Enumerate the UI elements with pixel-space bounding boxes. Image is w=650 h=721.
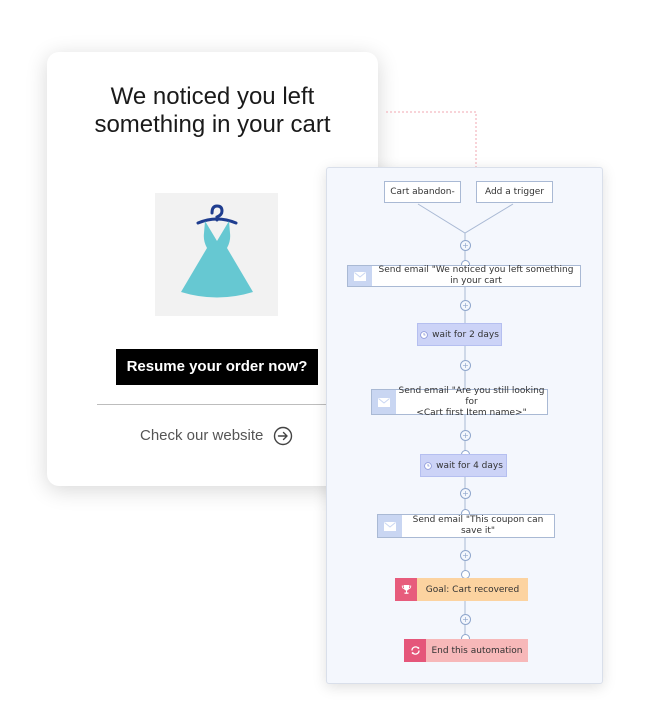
add-step-plus-icon[interactable]: + (460, 550, 471, 561)
send-email-step-2[interactable]: Send email "Are you still looking for <C… (371, 386, 548, 418)
email-title-line2: something in your cart (94, 111, 331, 138)
product-image (155, 193, 278, 316)
automation-flow-panel: Cart abandon- Add a trigger + Send email… (326, 167, 603, 684)
check-website-label: Check our website (140, 427, 264, 444)
trigger-cart-abandon[interactable]: Cart abandon- (384, 181, 461, 203)
add-step-plus-icon[interactable]: + (460, 300, 471, 311)
envelope-icon (378, 515, 402, 537)
add-step-plus-icon[interactable]: + (460, 360, 471, 371)
email-divider (97, 404, 337, 405)
send-email-step-1[interactable]: Send email "We noticed you left somethin… (347, 265, 581, 287)
send-email-step-2-line1: Send email "Are you still looking for (398, 385, 545, 407)
send-email-step-2-line2: <Cart first Item name>" (416, 407, 527, 418)
clock-icon (420, 330, 428, 339)
resume-order-button[interactable]: Resume your order now? (116, 349, 318, 385)
arrow-right-circle-icon (273, 426, 293, 446)
send-email-step-2-label: Send email "Are you still looking for <C… (396, 386, 547, 418)
wait-step-1-label: wait for 2 days (432, 329, 499, 340)
goal-step[interactable]: Goal: Cart recovered (395, 578, 528, 601)
envelope-icon (348, 266, 372, 286)
clock-icon (424, 461, 432, 470)
wait-step-2[interactable]: wait for 4 days (420, 454, 507, 477)
email-preview-card: We noticed you left something in your ca… (47, 52, 378, 486)
add-step-plus-icon[interactable]: + (460, 430, 471, 441)
email-title: We noticed you left something in your ca… (47, 83, 378, 139)
add-step-plus-icon[interactable]: + (460, 240, 471, 251)
dress-icon (181, 204, 253, 298)
send-email-step-3-label: Send email "This coupon can save it" (412, 515, 544, 536)
add-trigger-button[interactable]: Add a trigger (476, 181, 553, 203)
end-automation-label: End this automation (431, 645, 523, 656)
check-website-link[interactable]: Check our website (140, 425, 293, 447)
dashed-connector (386, 111, 477, 167)
trophy-icon (395, 578, 417, 601)
add-step-plus-icon[interactable]: + (460, 488, 471, 499)
send-email-step-3[interactable]: Send email "This coupon can save it" (377, 514, 555, 538)
refresh-icon (404, 639, 426, 662)
wait-step-2-label: wait for 4 days (436, 460, 503, 471)
end-automation-step[interactable]: End this automation (404, 639, 528, 662)
wait-step-1[interactable]: wait for 2 days (417, 323, 502, 346)
goal-step-label: Goal: Cart recovered (425, 584, 520, 595)
email-title-line1: We noticed you left (110, 83, 315, 110)
envelope-icon (372, 390, 396, 414)
send-email-step-1-label: Send email "We noticed you left somethin… (378, 265, 574, 286)
add-step-plus-icon[interactable]: + (460, 614, 471, 625)
